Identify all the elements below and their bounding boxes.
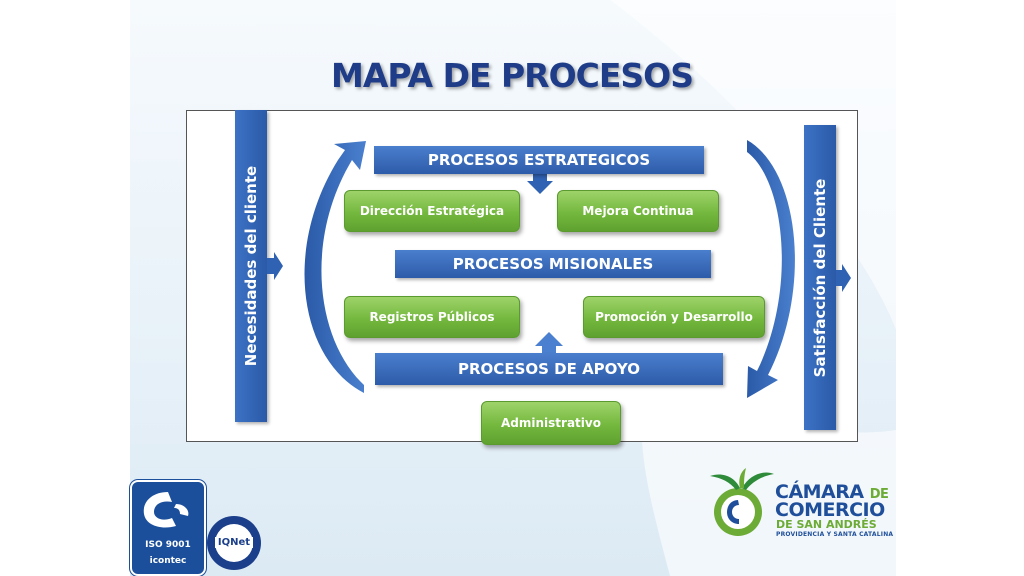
client-needs-bar: Necesidades del cliente xyxy=(235,110,267,422)
client-satisfaction-bar: Satisfacción del Cliente xyxy=(804,125,836,430)
camara-camara-word: CÁMARA xyxy=(775,481,864,503)
strategic-item-mejora: Mejora Continua xyxy=(557,190,719,232)
iso-label: ISO 9001 xyxy=(132,540,204,550)
camara-title-line3: DE SAN ANDRÉS xyxy=(776,518,877,531)
strategic-header: PROCESOS ESTRATEGICOS xyxy=(374,146,704,174)
page-title: MAPA DE PROCESOS xyxy=(331,56,694,95)
missional-item-registros: Registros Públicos xyxy=(344,296,520,338)
icontec-label: icontec xyxy=(149,556,187,566)
iqnet-label: IQNet xyxy=(215,537,253,548)
iso-9001-logo: ISO 9001 icontec xyxy=(130,480,206,576)
camara-title-line1: CÁMARA DE xyxy=(775,481,889,503)
strategic-item-direccion: Dirección Estratégica xyxy=(344,190,520,232)
camara-title-line2: COMERCIO xyxy=(775,499,885,521)
camara-subtitle: PROVIDENCIA Y SANTA CATALINA xyxy=(776,531,894,538)
missional-item-promocion: Promoción y Desarrollo xyxy=(583,296,765,338)
support-header: PROCESOS DE APOYO xyxy=(375,353,723,385)
camara-de-word: DE xyxy=(869,487,889,502)
client-satisfaction-label: Satisfacción del Cliente xyxy=(811,178,829,377)
client-needs-label: Necesidades del cliente xyxy=(242,165,260,367)
support-item-administrativo: Administrativo xyxy=(481,401,621,445)
missional-header: PROCESOS MISIONALES xyxy=(395,250,711,278)
camara-palm-emblem-icon xyxy=(710,468,774,536)
icontec-emblem-icon xyxy=(143,492,189,528)
